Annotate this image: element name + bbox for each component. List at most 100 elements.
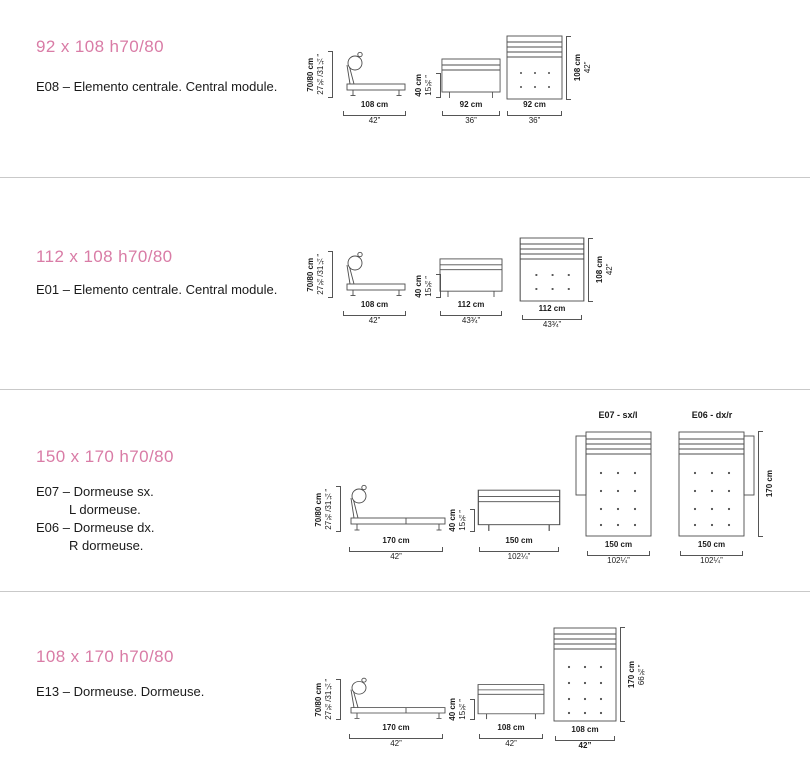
depth-label: 170 cm <box>765 470 775 497</box>
dimension-line <box>566 36 571 100</box>
front-sketch <box>441 58 501 98</box>
chaise-longue-side-sketch <box>350 484 446 531</box>
dimension-line <box>680 551 743 556</box>
dimension-in: 27¾/31¼” <box>316 254 325 295</box>
top-width-dimension: 112 cm 43¾” <box>520 304 584 330</box>
dimension-line <box>479 547 559 552</box>
dimension-line <box>522 315 582 320</box>
side-view-drawing <box>344 251 408 298</box>
dimension-line <box>343 111 406 116</box>
dimension-line <box>328 251 333 298</box>
dimension-in: 36” <box>528 116 541 125</box>
top-view-left-header: E07 - sx/l <box>598 410 638 420</box>
dimension-cm: 70/80 cm <box>314 682 323 717</box>
front-sketch <box>439 258 503 298</box>
dimension-in: 42” <box>368 116 381 125</box>
dimension-in: 42” <box>605 264 614 276</box>
dimension-cm: 170 cm <box>627 660 636 689</box>
product-row-e13: 108 x 170 h70/80 E13 – Dormeuse. Dormeus… <box>0 592 810 768</box>
depth-label: 170 cm 66¾” <box>627 661 647 688</box>
seat-height-label: 70/80 cm 27¾/31¼” <box>306 254 326 295</box>
dimension-cm: 40 cm <box>448 509 457 532</box>
top-left-width-dimension: 150 cm 102¼” <box>585 540 652 566</box>
dimension-cm: 170 cm <box>765 470 774 498</box>
top-view-right-drawing <box>678 431 755 537</box>
dimension-in: 66¾” <box>637 664 646 685</box>
dimension-line <box>349 734 443 739</box>
dimension-cm: 170 cm <box>382 723 410 732</box>
dimension-cm: 92 cm <box>459 100 483 109</box>
top-sketch <box>519 237 585 302</box>
top-width-dimension: 108 cm 42” <box>553 725 617 751</box>
size-title: 150 x 170 h70/80 <box>36 447 174 466</box>
front-sketch <box>477 684 545 720</box>
dimension-cm: 150 cm <box>505 536 533 545</box>
size-title: 92 x 108 h70/80 <box>36 37 164 56</box>
depth-dimension: 170 cm <box>758 431 775 537</box>
dimension-line <box>758 431 763 537</box>
dimension-line <box>343 311 406 316</box>
seat-height-dimension: 70/80 cm 27¾/31¼” <box>314 679 341 720</box>
dimension-line <box>336 679 341 720</box>
front-width-dimension: 150 cm 102¼” <box>477 536 561 562</box>
front-width-dimension: 92 cm 36” <box>440 100 502 126</box>
dimension-in: 15¾” <box>424 275 433 297</box>
dimension-cm: 40 cm <box>448 698 457 721</box>
dimension-cm: 108 cm <box>497 723 525 732</box>
dormeuse-top-sketch <box>553 627 617 722</box>
dimension-in: 15¾” <box>424 75 433 96</box>
top-view-drawing <box>553 627 617 722</box>
arm-height-dimension: 40 cm 15¾” <box>414 274 441 298</box>
arm-height-label: 40 cm 15¾” <box>414 275 434 298</box>
side-width-dimension: 108 cm 42” <box>341 100 408 126</box>
top-view-drawing <box>506 35 563 100</box>
dimension-cm: 108 cm <box>595 256 604 284</box>
dimension-in: 15¾” <box>458 699 467 720</box>
dimension-line <box>440 311 502 316</box>
dimension-cm: 70/80 cm <box>306 57 315 92</box>
arm-height-label: 40 cm 15¾” <box>414 74 434 97</box>
arm-height-dimension: 40 cm 15¾” <box>414 73 441 98</box>
dimension-cm: 92 cm <box>523 100 546 109</box>
dimension-in: 27¾/31¼” <box>324 679 333 720</box>
dimension-in: 36” <box>465 116 477 125</box>
dimension-in: 42” <box>578 741 592 750</box>
side-width-dimension: 108 cm 42” <box>341 300 408 326</box>
size-title: 112 x 108 h70/80 <box>36 247 173 266</box>
dimension-cm: 108 cm <box>573 54 582 82</box>
dimension-in: 102¼” <box>507 552 531 561</box>
product-row-e07-e06: 150 x 170 h70/80 E07 – Dormeuse sx. L do… <box>0 390 810 592</box>
dimension-cm: 40 cm <box>414 74 423 97</box>
dimension-cm: 150 cm <box>697 540 726 549</box>
dimension-line <box>470 699 475 720</box>
module-description: R dormeuse. <box>69 538 144 553</box>
side-width-dimension: 170 cm 42” <box>347 723 445 749</box>
dimension-cm: 112 cm <box>457 300 485 309</box>
dimension-in: 102¼” <box>700 556 723 565</box>
depth-label: 108 cm 42” <box>595 256 615 283</box>
dimension-in: 42” <box>390 739 402 748</box>
front-view-drawing <box>441 55 501 99</box>
arm-height-label: 40 cm 15¾” <box>448 509 468 532</box>
dimension-line <box>436 274 441 298</box>
dimension-cm: 108 cm <box>360 100 389 109</box>
dimension-line <box>588 238 593 302</box>
dimension-cm: 40 cm <box>414 274 423 298</box>
side-view-drawing <box>344 51 408 98</box>
chaise-longue-side-sketch <box>350 677 446 719</box>
dimension-in: 43¾” <box>542 320 562 329</box>
seat-height-dimension: 70/80 cm 27¾/31¼” <box>306 51 333 98</box>
front-view-drawing <box>477 486 561 532</box>
module-description: E07 – Dormeuse sx. <box>36 484 154 499</box>
dimension-in: 27¾/31¼” <box>316 54 325 95</box>
dimension-line <box>555 736 615 741</box>
dimension-line <box>442 111 500 116</box>
dimension-line <box>470 509 475 532</box>
side-view-drawing <box>348 484 448 534</box>
dimension-in: 42” <box>390 552 402 561</box>
dimension-line <box>507 111 562 116</box>
front-view-drawing <box>439 255 503 298</box>
arm-height-dimension: 40 cm 15¾” <box>448 698 475 721</box>
top-right-width-dimension: 150 cm 102¼” <box>678 540 745 566</box>
dimension-in: 27¾/31¼” <box>324 488 333 530</box>
